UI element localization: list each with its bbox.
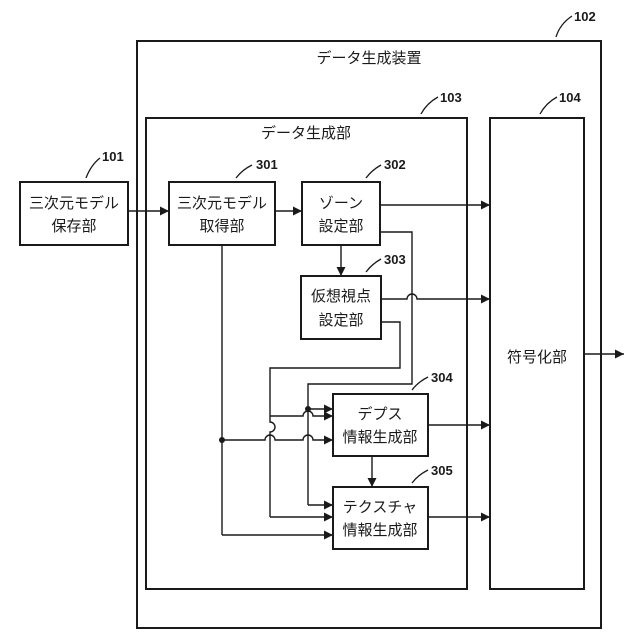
device-title: データ生成装置 [316, 49, 421, 67]
depth-line1: デプス [357, 405, 402, 423]
model-acquire-box [169, 182, 275, 245]
junction-acquire [219, 437, 225, 443]
storage-ref-leader [86, 158, 100, 178]
texture-line1: テクスチャ [343, 498, 417, 516]
zone-line1: ゾーン [319, 194, 363, 212]
arrow-viewpoint-to-encoder [381, 294, 490, 299]
depth-info-box [333, 394, 428, 456]
device-ref: 102 [574, 9, 596, 24]
viewpoint-ref: 303 [384, 252, 406, 267]
acquire-line2: 取得部 [199, 217, 244, 235]
texture-line2: 情報生成部 [342, 521, 417, 539]
storage-ref: 101 [102, 149, 124, 164]
generator-ref: 103 [440, 90, 462, 105]
generator-ref-leader [421, 97, 438, 114]
viewpoint-setting-box [301, 276, 381, 339]
model-storage-box [20, 182, 128, 245]
device-ref-leader [556, 16, 572, 37]
encoder-ref: 104 [559, 90, 581, 105]
acquire-ref: 301 [256, 157, 278, 172]
zone-setting-box [302, 182, 380, 245]
viewpoint-line1: 仮想視点 [311, 287, 371, 305]
texture-ref-leader [412, 470, 428, 483]
acquire-ref-leader [236, 165, 252, 178]
encoder-ref-leader [540, 97, 557, 114]
storage-line2: 保存部 [51, 217, 96, 235]
viewpoint-ref-leader [366, 259, 381, 272]
arrow-acquire-to-depth [222, 435, 333, 440]
storage-line1: 三次元モデル [29, 194, 119, 212]
texture-ref: 305 [431, 463, 453, 478]
generator-title: データ生成部 [261, 124, 351, 142]
zone-line2: 設定部 [318, 217, 363, 235]
zone-ref-leader [366, 165, 381, 178]
arrow-viewpoint-to-depth [270, 411, 333, 416]
acquire-line1: 三次元モデル [177, 194, 267, 212]
depth-ref-leader [412, 377, 428, 390]
depth-ref: 304 [431, 370, 453, 385]
depth-line2: 情報生成部 [342, 428, 417, 446]
texture-info-box [333, 487, 428, 549]
encoder-label: 符号化部 [507, 348, 567, 366]
zone-ref: 302 [384, 157, 406, 172]
viewpoint-line2: 設定部 [318, 311, 363, 329]
